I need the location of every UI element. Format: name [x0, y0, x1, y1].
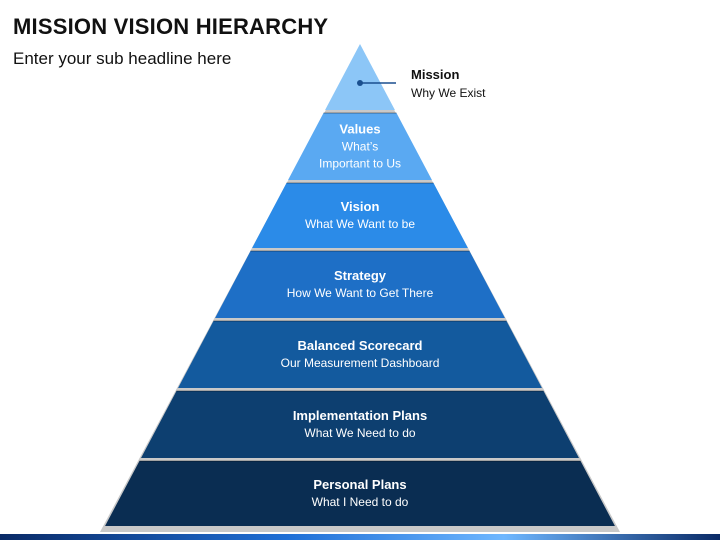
pyramid-apex-mission	[325, 44, 395, 110]
level-subtitle-strategy: How We Want to Get There	[287, 286, 434, 300]
level-subtitle-personal-plans: What I Need to do	[312, 495, 409, 509]
level-title-balanced-scorecard: Balanced Scorecard	[297, 338, 422, 353]
mission-callout-dot	[357, 80, 363, 86]
mission-callout-title: Mission	[411, 67, 459, 82]
pyramid-level-values	[288, 113, 432, 180]
level-subtitle-implementation-plans: What We Need to do	[304, 426, 415, 440]
bottom-accent-bar	[0, 534, 720, 540]
pyramid-level-balanced-scorecard	[178, 321, 542, 388]
pyramid-level-strategy	[215, 251, 505, 318]
page-title: MISSION VISION HIERARCHY	[13, 14, 329, 39]
page-subtitle: Enter your sub headline here	[13, 49, 232, 68]
mission-callout-subtitle: Why We Exist	[411, 86, 486, 100]
pyramid-level-personal-plans	[105, 461, 615, 526]
level-title-vision: Vision	[341, 199, 380, 214]
level-title-values: Values	[339, 122, 380, 137]
pyramid-level-vision	[252, 183, 468, 248]
level-subtitle-values: Important to Us	[319, 157, 401, 171]
level-subtitle-values: What’s	[342, 140, 378, 154]
pyramid-level-implementation-plans	[141, 391, 579, 458]
level-title-implementation-plans: Implementation Plans	[293, 408, 427, 423]
level-title-personal-plans: Personal Plans	[313, 477, 406, 492]
level-subtitle-vision: What We Want to be	[305, 217, 415, 231]
level-title-strategy: Strategy	[334, 268, 387, 283]
level-subtitle-balanced-scorecard: Our Measurement Dashboard	[281, 356, 440, 370]
